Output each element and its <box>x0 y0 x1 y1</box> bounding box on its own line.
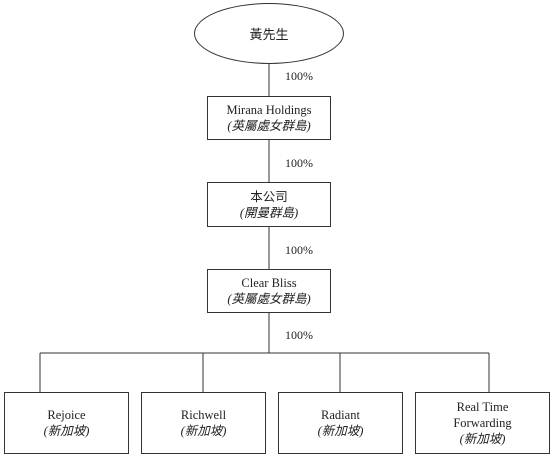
clear-bliss-jurisdiction: (英屬處女群島) <box>227 292 311 306</box>
richwell-name: Richwell <box>180 408 227 422</box>
real-time-forwarding-name-line2: Forwarding <box>453 416 512 430</box>
mirana-holdings-jurisdiction: (英屬處女群島) <box>227 119 311 133</box>
real-time-forwarding-node: Real Time Forwarding (新加坡) <box>415 392 550 454</box>
radiant-jurisdiction: (新加坡) <box>317 424 364 438</box>
radiant-name: Radiant <box>321 408 360 422</box>
real-time-forwarding-name-line1: Real Time <box>456 400 509 414</box>
owner-node: 黃先生 <box>194 3 344 64</box>
rejoice-node: Rejoice (新加坡) <box>4 392 129 454</box>
real-time-forwarding-jurisdiction: (新加坡) <box>459 432 506 446</box>
clear-bliss-node: Clear Bliss (英屬處女群島) <box>207 269 331 313</box>
rejoice-name: Rejoice <box>47 408 86 422</box>
richwell-node: Richwell (新加坡) <box>141 392 266 454</box>
company-node: 本公司 (開曼群島) <box>207 182 331 227</box>
clear-bliss-name: Clear Bliss <box>241 276 297 290</box>
mirana-holdings-node: Mirana Holdings (英屬處女群島) <box>207 96 331 140</box>
rejoice-jurisdiction: (新加坡) <box>43 424 90 438</box>
mirana-holdings-name: Mirana Holdings <box>226 103 312 117</box>
company-jurisdiction: (開曼群島) <box>239 205 299 220</box>
stake-clearbliss-subsidiaries: 100% <box>285 328 313 342</box>
stake-owner-mirana: 100% <box>285 69 313 83</box>
stake-company-clearbliss: 100% <box>285 243 313 257</box>
radiant-node: Radiant (新加坡) <box>278 392 403 454</box>
richwell-jurisdiction: (新加坡) <box>180 424 227 438</box>
owner-name: 黃先生 <box>249 27 289 42</box>
company-name: 本公司 <box>250 189 288 204</box>
stake-mirana-company: 100% <box>285 156 313 170</box>
